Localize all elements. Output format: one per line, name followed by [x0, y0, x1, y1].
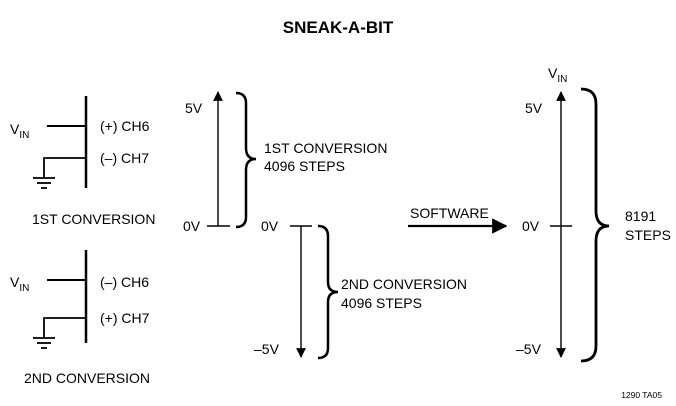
second-range-description-line2: 4096 STEPS	[341, 295, 422, 311]
combined-range-bottom-label: –5V	[516, 341, 542, 357]
first-pin-top-label: (+) CH6	[100, 118, 150, 134]
figure-code: 1290 TA05	[621, 390, 662, 400]
first-range-scale: 5V 0V 1ST CONVERSION 4096 STEPS	[183, 91, 387, 234]
second-range-brace	[317, 224, 339, 360]
combined-range-brace	[580, 87, 610, 363]
first-ground-wire	[43, 157, 85, 178]
first-ground-icon	[33, 177, 55, 189]
second-range-top-label: 0V	[261, 218, 279, 234]
first-range-top-label: 5V	[185, 100, 203, 116]
second-conversion-input: VIN (–) CH6 (+) CH7 2ND CONVERSION	[10, 250, 150, 386]
combined-vin-label: VIN	[548, 65, 567, 85]
second-vin-label: VIN	[10, 274, 29, 294]
second-input-caption: 2ND CONVERSION	[24, 370, 150, 386]
combined-range-top-label: 5V	[525, 100, 543, 116]
second-ground-wire	[43, 317, 85, 338]
software-combine-arrow: SOFTWARE	[408, 205, 508, 234]
combined-range-mid-label: 0V	[522, 218, 540, 234]
first-vin-label: VIN	[10, 121, 29, 141]
diagram-title: SNEAK-A-BIT	[283, 18, 394, 37]
first-range-brace	[235, 91, 257, 229]
combined-steps-line2: STEPS	[625, 227, 671, 243]
combined-range-scale: VIN 5V 0V –5V 8191 STEPS	[516, 65, 671, 363]
software-label: SOFTWARE	[410, 205, 489, 221]
first-range-description-line2: 4096 STEPS	[264, 158, 345, 174]
first-range-description-line1: 1ST CONVERSION	[264, 140, 387, 156]
second-pin-top-label: (–) CH6	[100, 274, 149, 290]
second-range-bottom-label: –5V	[254, 341, 280, 357]
first-conversion-input: VIN (+) CH6 (–) CH7 1ST CONVERSION	[10, 96, 155, 227]
first-pin-bottom-label: (–) CH7	[100, 150, 149, 166]
first-range-bottom-label: 0V	[183, 218, 201, 234]
second-pin-bottom-label: (+) CH7	[100, 310, 150, 326]
combined-steps-line1: 8191	[625, 208, 656, 224]
first-input-caption: 1ST CONVERSION	[32, 211, 155, 227]
second-range-description-line1: 2ND CONVERSION	[341, 276, 467, 292]
second-ground-icon	[33, 337, 55, 349]
second-range-scale: 0V –5V 2ND CONVERSION 4096 STEPS	[254, 218, 467, 360]
